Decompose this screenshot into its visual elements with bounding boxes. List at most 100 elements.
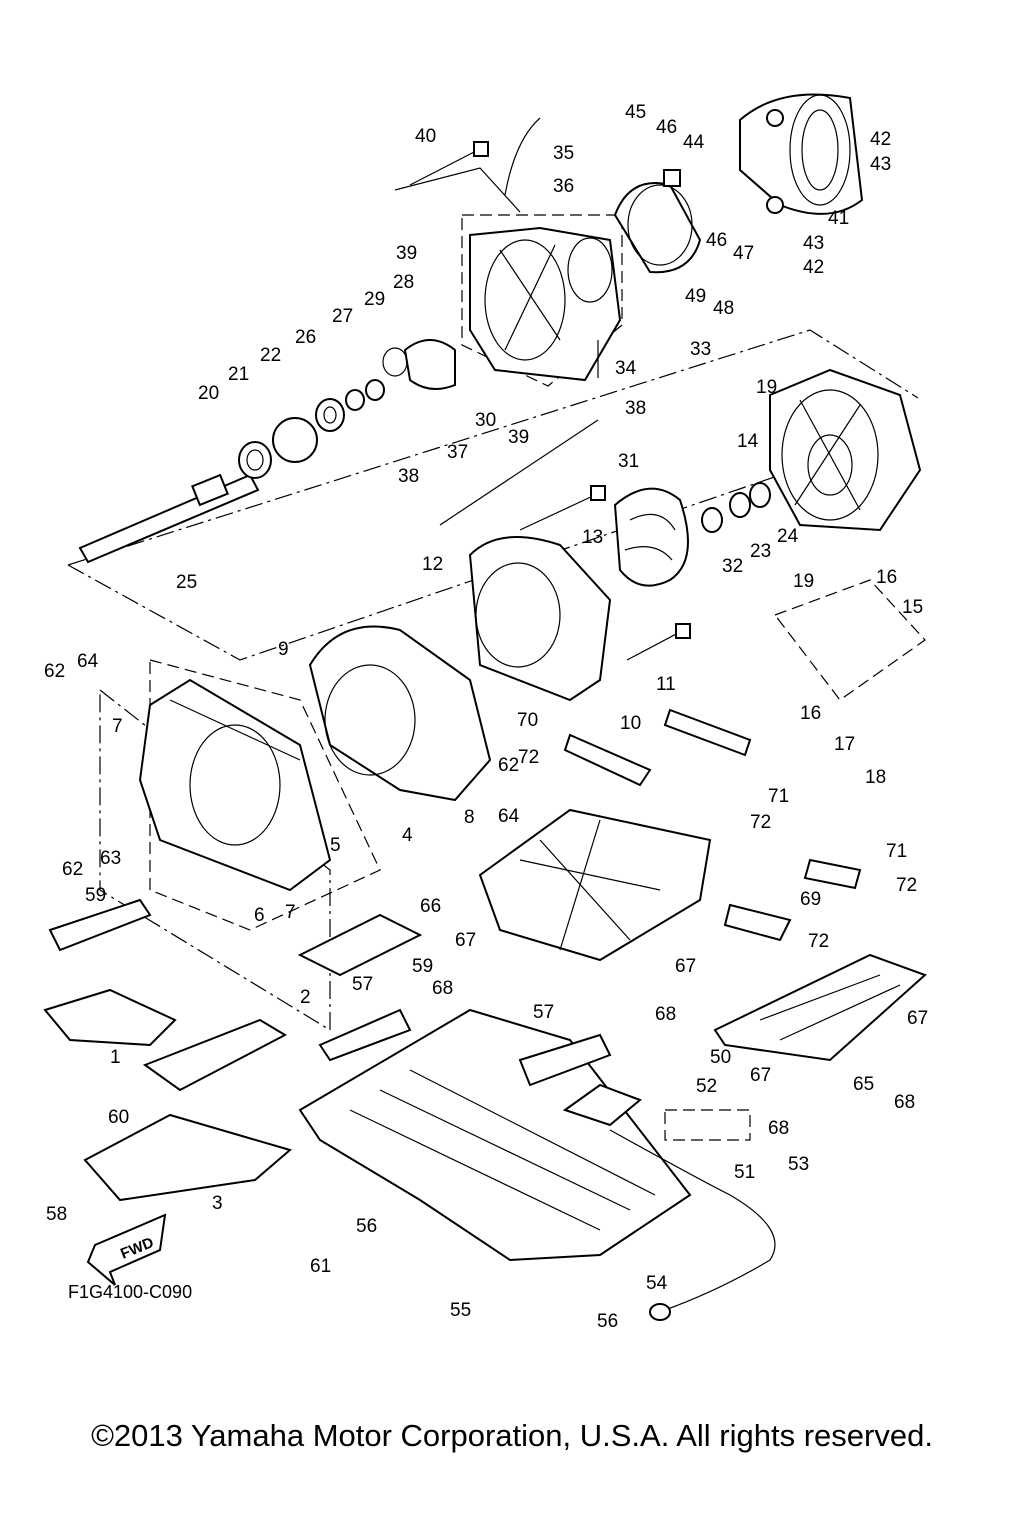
fwd-arrow: FWD xyxy=(86,1213,167,1286)
reference-code: F1G4100-C090 xyxy=(68,1282,192,1302)
callout-45: 45 xyxy=(625,102,646,123)
nozzle-ring xyxy=(613,169,702,274)
callout-72b: 72 xyxy=(750,812,771,833)
pump-housing xyxy=(769,368,922,532)
callout-35: 35 xyxy=(553,143,574,164)
callout-59b: 59 xyxy=(412,956,433,977)
callout-68b: 68 xyxy=(655,1004,676,1025)
callout-69: 69 xyxy=(800,889,821,910)
callout-53: 53 xyxy=(788,1154,809,1175)
group-outlines xyxy=(67,167,926,1141)
callout-38b: 38 xyxy=(398,466,419,487)
callout-43: 43 xyxy=(870,154,891,175)
callout-47: 47 xyxy=(733,243,754,264)
callout-54: 54 xyxy=(646,1273,668,1294)
callout-32: 32 xyxy=(722,556,743,577)
callout-62c: 62 xyxy=(498,755,519,776)
callout-65: 65 xyxy=(853,1074,874,1095)
callout-50: 50 xyxy=(710,1047,731,1068)
callout-58: 58 xyxy=(46,1204,67,1225)
callout-59: 59 xyxy=(85,885,106,906)
callout-27: 27 xyxy=(332,306,353,327)
sponson-supports xyxy=(43,898,612,1202)
callout-34: 34 xyxy=(615,358,637,379)
speed-sensor xyxy=(562,1083,776,1321)
callout-61: 61 xyxy=(310,1256,331,1277)
callout-51: 51 xyxy=(734,1162,755,1183)
callout-62b: 62 xyxy=(62,859,83,880)
steering-nozzle xyxy=(739,93,864,215)
callout-72d: 72 xyxy=(808,931,829,952)
impeller xyxy=(613,487,689,587)
callout-5: 5 xyxy=(330,835,341,856)
callout-14: 14 xyxy=(737,431,759,452)
callout-1: 1 xyxy=(110,1047,121,1068)
callout-36: 36 xyxy=(553,176,574,197)
callout-62: 62 xyxy=(44,661,65,682)
hull-plate xyxy=(298,1008,692,1262)
callout-56: 56 xyxy=(356,1216,377,1237)
callout-6: 6 xyxy=(254,905,265,926)
callout-66: 66 xyxy=(420,896,441,917)
callout-7: 7 xyxy=(112,716,123,737)
intake-duct xyxy=(308,625,492,802)
callout-26: 26 xyxy=(295,327,316,348)
callout-52: 52 xyxy=(696,1076,717,1097)
callout-70: 70 xyxy=(517,710,538,731)
callout-49: 49 xyxy=(685,286,706,307)
callout-4: 4 xyxy=(402,825,413,846)
callout-43b: 43 xyxy=(803,233,824,254)
callout-39: 39 xyxy=(396,243,417,264)
stay-brackets xyxy=(563,708,862,942)
callout-39b: 39 xyxy=(508,427,529,448)
callout-3: 3 xyxy=(212,1193,223,1214)
callout-67d: 67 xyxy=(750,1065,771,1086)
callout-17: 17 xyxy=(834,734,855,755)
callout-44: 44 xyxy=(683,132,705,153)
callout-64: 64 xyxy=(77,651,99,672)
callout-24: 24 xyxy=(777,526,799,547)
callout-28: 28 xyxy=(393,272,414,293)
callout-22: 22 xyxy=(260,345,281,366)
callout-16: 16 xyxy=(876,567,897,588)
drive-shaft xyxy=(78,473,260,564)
duct-ring xyxy=(468,536,612,702)
callout-42b: 42 xyxy=(803,257,824,278)
callout-8: 8 xyxy=(464,807,475,828)
bearing-set xyxy=(238,339,456,479)
callout-41: 41 xyxy=(828,208,849,229)
callout-68d: 68 xyxy=(768,1118,789,1139)
callout-46: 46 xyxy=(656,117,677,138)
callout-67b: 67 xyxy=(675,956,696,977)
callout-48: 48 xyxy=(713,298,734,319)
callout-63: 63 xyxy=(100,848,121,869)
callout-42: 42 xyxy=(870,129,891,150)
callout-72c: 72 xyxy=(896,875,917,896)
callout-37: 37 xyxy=(447,442,468,463)
callout-29: 29 xyxy=(364,289,385,310)
callout-64b: 64 xyxy=(498,806,520,827)
seal-rings xyxy=(701,482,771,533)
callout-67c: 67 xyxy=(907,1008,928,1029)
callout-56b: 56 xyxy=(597,1311,618,1332)
jet-housing xyxy=(469,226,622,382)
callout-67: 67 xyxy=(455,930,476,951)
callout-72: 72 xyxy=(518,747,539,768)
callout-55: 55 xyxy=(450,1300,471,1321)
callout-57b: 57 xyxy=(533,1002,554,1023)
callout-60: 60 xyxy=(108,1107,129,1128)
callout-71: 71 xyxy=(768,786,789,807)
callout-labels: 1 2 3 4 5 6 7 7 8 9 10 11 12 13 14 15 16… xyxy=(44,102,928,1332)
callout-30: 30 xyxy=(475,410,496,431)
callout-7b: 7 xyxy=(285,902,296,923)
callout-68: 68 xyxy=(432,978,453,999)
callout-15: 15 xyxy=(902,597,923,618)
callout-16b: 16 xyxy=(800,703,821,724)
callout-19b: 19 xyxy=(793,571,814,592)
callout-71b: 71 xyxy=(886,841,907,862)
intake-grate-frame xyxy=(138,678,332,892)
callout-2: 2 xyxy=(300,987,311,1008)
callout-23: 23 xyxy=(750,541,771,562)
callout-19: 19 xyxy=(756,377,777,398)
